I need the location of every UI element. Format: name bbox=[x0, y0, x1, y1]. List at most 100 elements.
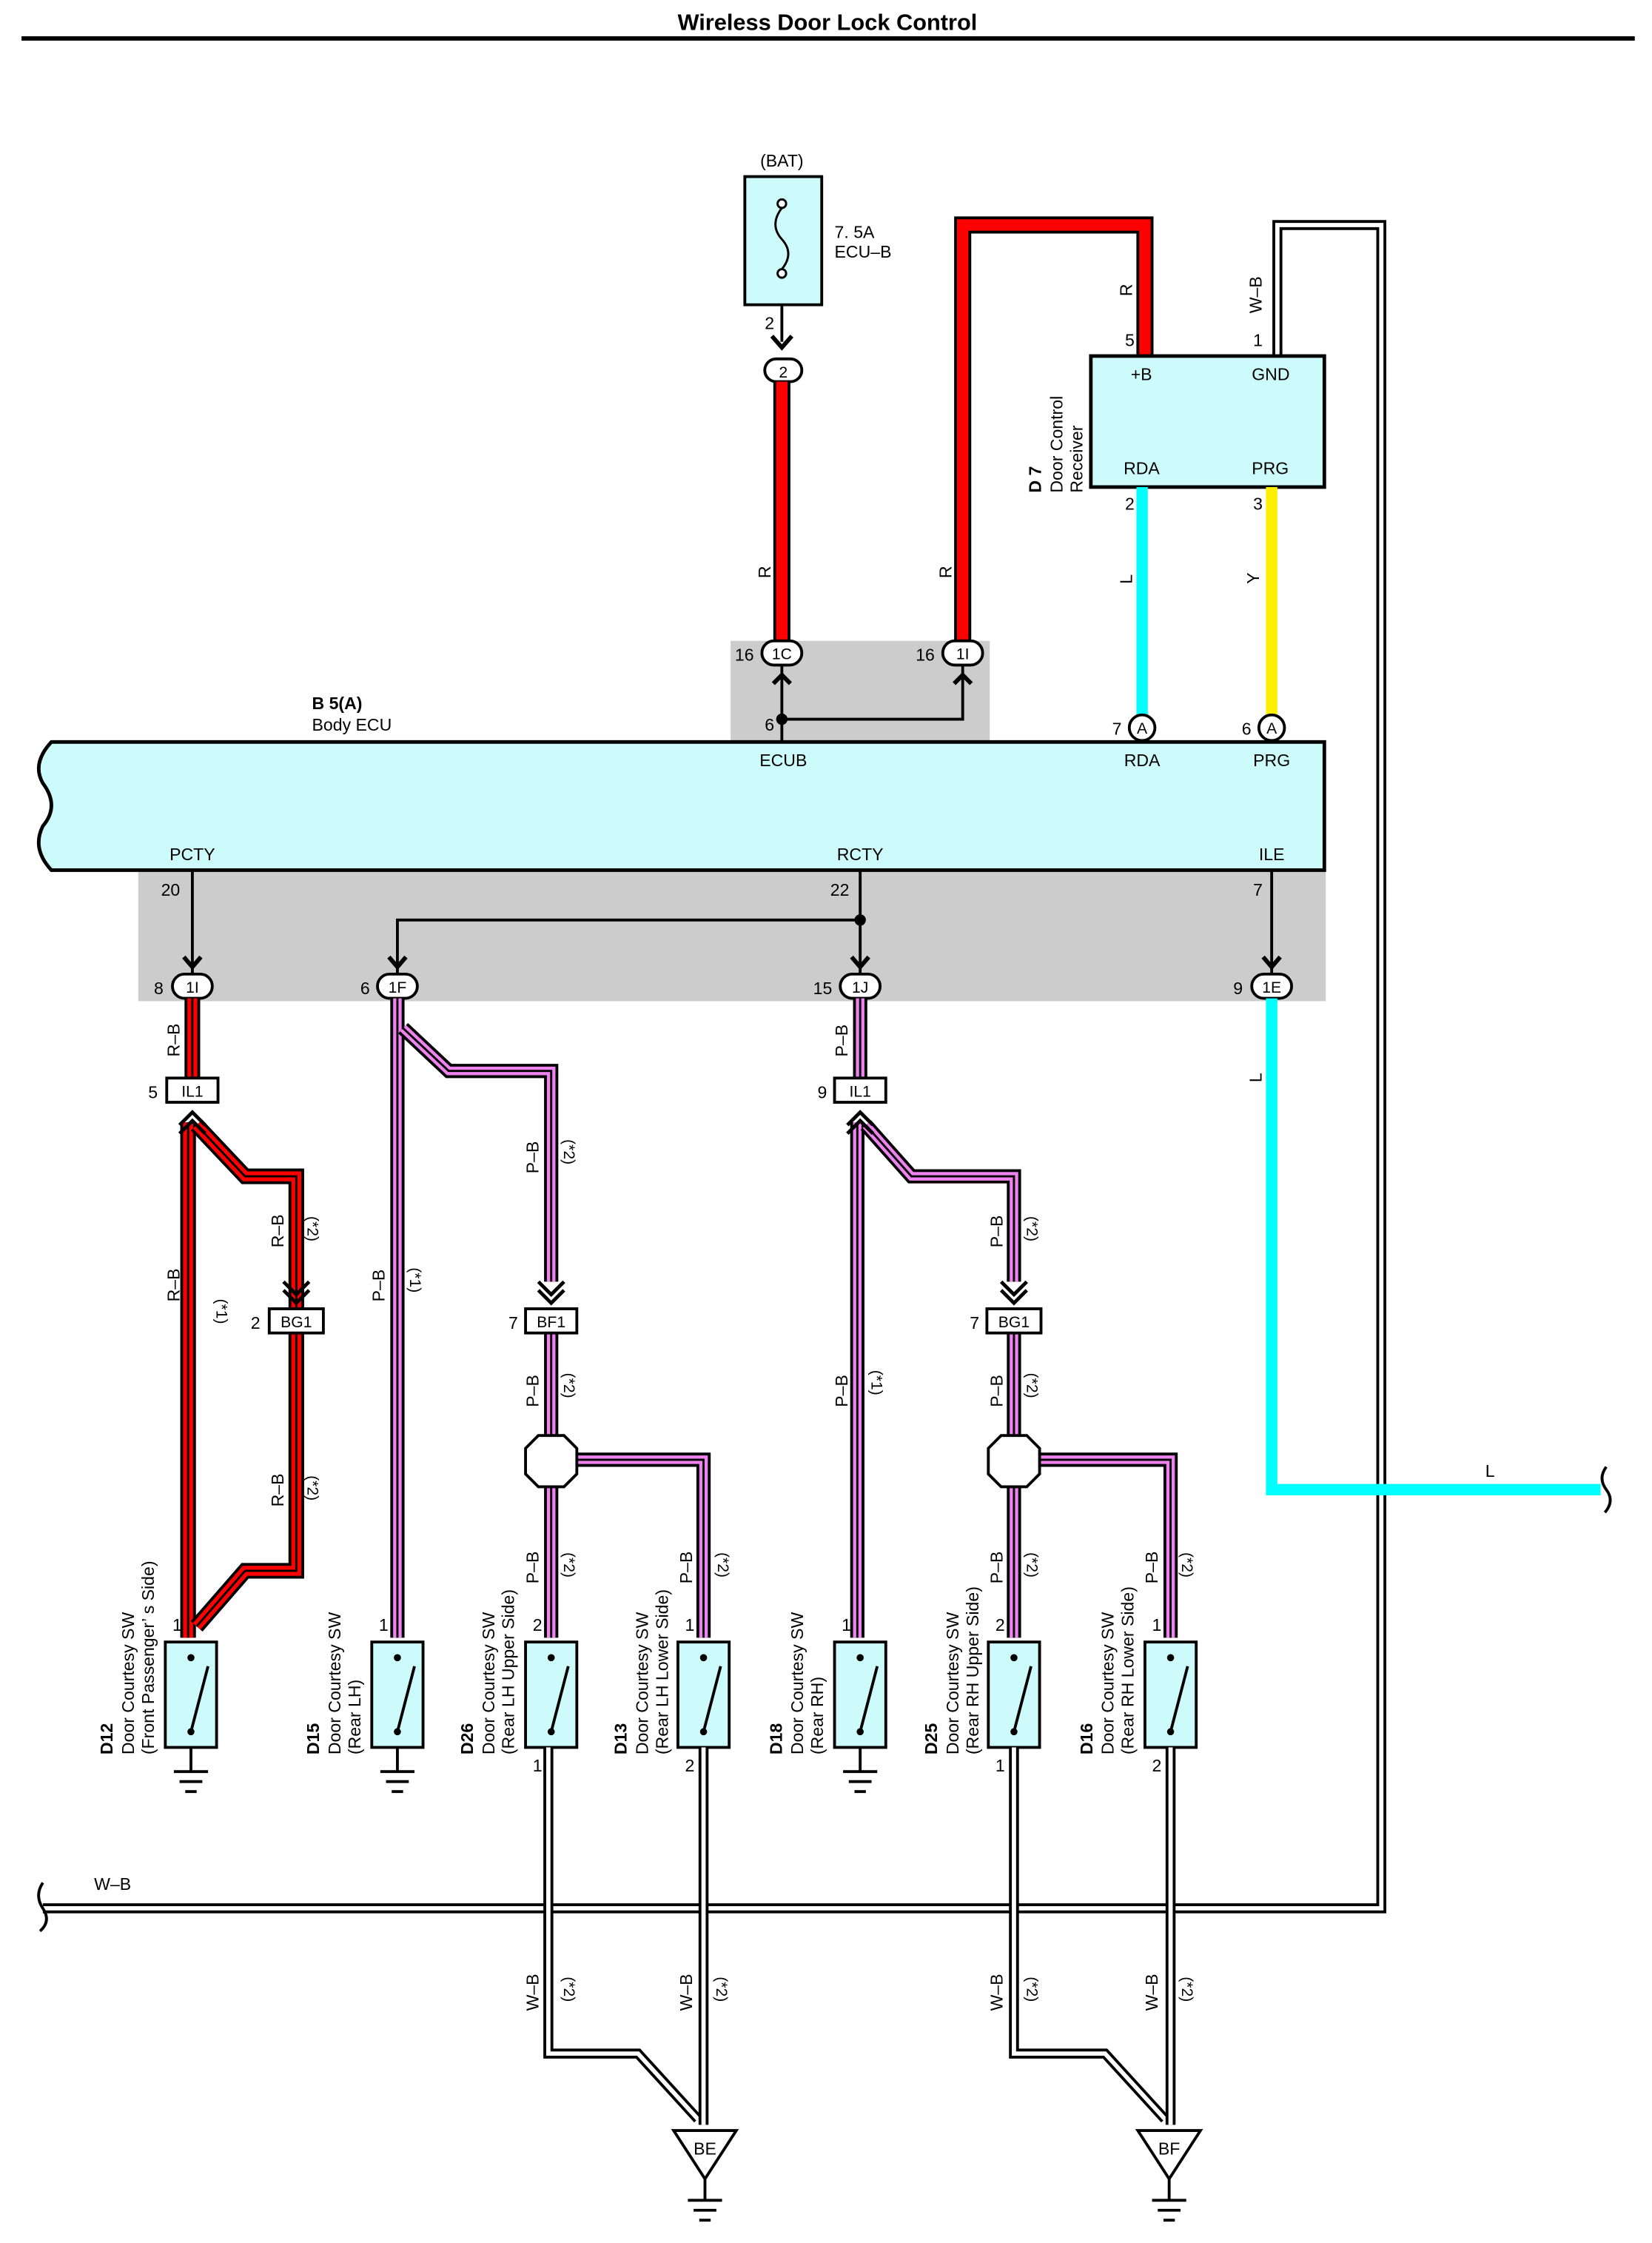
wire-label-l-ile: L bbox=[1246, 1073, 1266, 1082]
junction-bg1-pin2-pin: 2 bbox=[251, 1313, 261, 1332]
connector-1j: 1J 15 bbox=[813, 972, 882, 1000]
switch-d13-pin-top: 1 bbox=[685, 1615, 695, 1635]
wire-label-wb-top: W–B bbox=[1246, 276, 1266, 313]
connector-1j-id: 1J bbox=[852, 979, 868, 996]
note-n2-f: (*2) bbox=[714, 1552, 731, 1578]
junction-il1-pin9-id: IL1 bbox=[849, 1083, 870, 1100]
connector-1c-pin: 16 bbox=[735, 646, 754, 665]
connector-1i-bottom-id: 1I bbox=[186, 979, 199, 996]
ecu-term-rda: RDA bbox=[1124, 751, 1161, 770]
wire-label-l-top: L bbox=[1117, 574, 1136, 584]
connector-1i-bottom: 1I 8 bbox=[154, 972, 214, 1000]
wire-label-l-right: L bbox=[1485, 1461, 1495, 1481]
ecu-term-prg: PRG bbox=[1253, 751, 1290, 770]
switch-d16: 1 2 D16 Door Courtesy SW (Rear RH Lower … bbox=[1077, 1586, 1198, 1775]
fuse-rating: 7. 5A bbox=[835, 222, 875, 241]
receiver-term-prg: PRG bbox=[1252, 459, 1289, 478]
note-n2-a: (*2) bbox=[304, 1216, 321, 1241]
note-n2-b: (*2) bbox=[304, 1475, 321, 1501]
fuse-pin: 2 bbox=[765, 313, 774, 332]
receiver-term-rda: RDA bbox=[1124, 459, 1160, 478]
wire-label-rb-1: R–B bbox=[164, 1024, 184, 1057]
connector-1j-pin: 15 bbox=[813, 979, 833, 998]
switch-d16-code: D16 bbox=[1077, 1723, 1096, 1754]
switch-d15: 1 D15 Door Courtesy SW (Rear LH) bbox=[303, 1612, 425, 1794]
wire-label-pb-1: P–B bbox=[369, 1270, 389, 1302]
fuse-name: ECU–B bbox=[835, 242, 892, 261]
receiver-name-line1: Door Control bbox=[1047, 396, 1066, 493]
note-n2-n: (*2) bbox=[1178, 1977, 1195, 2002]
switch-d26-pin-bottom: 1 bbox=[533, 1756, 543, 1775]
junction-bf1-pin7: BF1 7 bbox=[508, 1280, 579, 1335]
note-n2-g: (*2) bbox=[1023, 1216, 1040, 1241]
wire-label-rb-2: R–B bbox=[164, 1268, 184, 1301]
ecu-pin-rcty: 22 bbox=[830, 880, 850, 899]
ecu-term-ecub: ECUB bbox=[759, 751, 807, 770]
wire-label-wb-3: W–B bbox=[987, 1974, 1007, 2011]
switch-d15-code: D15 bbox=[303, 1723, 323, 1755]
ecu-term-pcty: PCTY bbox=[169, 845, 215, 864]
switch-d18-line1: Door Courtesy SW bbox=[788, 1612, 807, 1755]
switch-d18: 1 D18 Door Courtesy SW (Rear RH) bbox=[766, 1612, 887, 1794]
note-n2-d: (*2) bbox=[560, 1373, 577, 1398]
wire-label-wb-2: W–B bbox=[676, 1974, 696, 2011]
switch-d26: 2 1 D26 Door Courtesy SW (Rear LH Upper … bbox=[457, 1589, 579, 1775]
ecu-a-label-rda: A bbox=[1137, 720, 1148, 737]
receiver-pin-gnd: 1 bbox=[1253, 330, 1263, 349]
switch-d25-pin-top: 2 bbox=[995, 1615, 1005, 1635]
junction-bg1-pin7-pin: 7 bbox=[970, 1313, 979, 1332]
wire-label-pb-2: P–B bbox=[523, 1141, 542, 1174]
ecu-pin-rda: 7 bbox=[1112, 720, 1122, 739]
switch-d26-pin-top: 2 bbox=[533, 1615, 543, 1635]
junction-bf1-pin7-pin: 7 bbox=[508, 1313, 518, 1332]
ecu-connector-a-prg: A 6 bbox=[1242, 713, 1286, 742]
switch-d18-line2: (Rear RH) bbox=[807, 1677, 827, 1754]
body-ecu: B 5(A) Body ECU ECUB RDA PRG PCTY RCTY I… bbox=[36, 694, 1326, 872]
note-n2-i: (*2) bbox=[1023, 1552, 1040, 1578]
receiver-pin-b: 5 bbox=[1125, 330, 1135, 349]
wire-label-pb-8: P–B bbox=[987, 1216, 1007, 1248]
note-n2-k: (*2) bbox=[560, 1977, 577, 2002]
junction-bg1-pin7: BG1 7 bbox=[970, 1280, 1043, 1335]
ile-l-wire bbox=[1266, 998, 1612, 1514]
switch-d12-line2: (Front Passenger’ s Side) bbox=[138, 1560, 158, 1754]
junction-bg1-pin2: BG1 2 bbox=[251, 1280, 325, 1335]
receiver-term-gnd: GND bbox=[1252, 365, 1289, 384]
junction-il1-pin9: IL1 9 bbox=[817, 1076, 887, 1136]
switch-d25-code: D25 bbox=[921, 1723, 941, 1755]
wire-label-pb-11: P–B bbox=[1142, 1552, 1161, 1584]
fuse-connector-label: 2 bbox=[779, 364, 788, 381]
wire-label-wb-4: W–B bbox=[1142, 1974, 1161, 2011]
ecu-code: B 5(A) bbox=[312, 694, 363, 713]
switch-d25-pin-bottom: 1 bbox=[995, 1756, 1005, 1775]
ecu-pin-ecub: 6 bbox=[765, 715, 774, 734]
ground-be-label: BE bbox=[694, 2139, 716, 2159]
ecu-a-label-prg: A bbox=[1266, 720, 1277, 737]
fuse-ecu-b: (BAT) 7. 5A ECU–B 2 2 bbox=[743, 151, 892, 383]
switch-d25: 2 1 D25 Door Courtesy SW (Rear RH Upper … bbox=[921, 1586, 1041, 1775]
receiver-pin-prg: 3 bbox=[1253, 494, 1263, 514]
wire-label-pb-6: P–B bbox=[832, 1025, 851, 1057]
receiver-term-b: +B bbox=[1131, 365, 1152, 384]
wb-ground-wires bbox=[543, 1747, 1176, 2125]
connector-1c-id: 1C bbox=[772, 646, 792, 663]
splice-right bbox=[987, 1434, 1041, 1489]
switch-d13-line1: Door Courtesy SW bbox=[633, 1612, 652, 1755]
rb-wires bbox=[180, 998, 304, 1638]
door-control-receiver: 5 1 +B GND RDA PRG 2 3 D 7 Door Control … bbox=[1025, 330, 1326, 514]
switch-d12-pin: 1 bbox=[172, 1615, 182, 1635]
connector-1e-pin: 9 bbox=[1233, 979, 1243, 998]
note-n1-a: (*1) bbox=[213, 1299, 230, 1324]
switch-d16-pin-bottom: 2 bbox=[1152, 1756, 1162, 1775]
ecu-term-ile: ILE bbox=[1259, 845, 1285, 864]
fuse-source-label: (BAT) bbox=[760, 151, 804, 170]
bottom-connector-shade bbox=[138, 870, 1326, 1002]
wire-label-pb-10: P–B bbox=[987, 1552, 1007, 1584]
switch-d13: 1 2 D13 Door Courtesy SW (Rear LH Lower … bbox=[611, 1589, 731, 1775]
switch-d15-line1: Door Courtesy SW bbox=[325, 1612, 344, 1755]
wire-label-pb-3: P–B bbox=[523, 1375, 542, 1407]
switch-d26-line2: (Rear LH Upper Side) bbox=[499, 1589, 518, 1754]
junction-bf1-pin7-id: BF1 bbox=[537, 1314, 565, 1331]
ecu-term-rcty: RCTY bbox=[837, 845, 884, 864]
